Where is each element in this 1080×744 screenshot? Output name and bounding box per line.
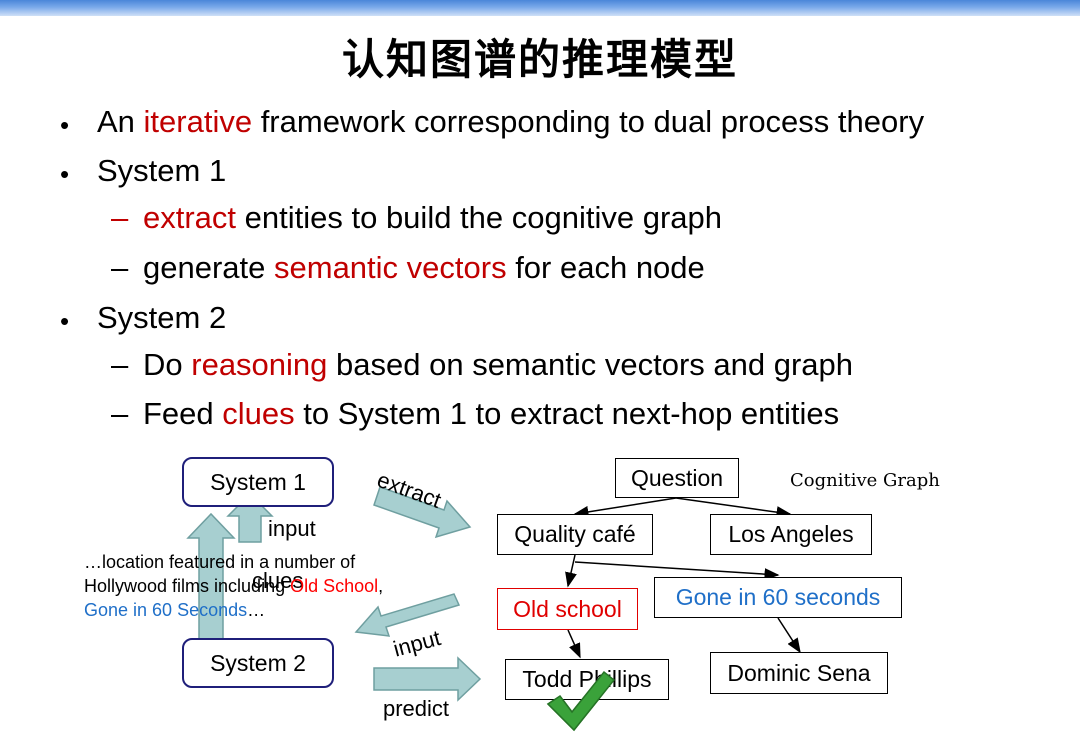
edge-gone60-dominic <box>777 617 801 654</box>
bullet-iterative-framework: An iterative framework corresponding to … <box>97 104 925 139</box>
node-quality-cafe: Quality café <box>497 514 653 555</box>
node-question: Question <box>615 458 739 498</box>
sub-bullet-reasoning: Do reasoning based on semantic vectors a… <box>143 347 853 382</box>
edge-qualitycafe-gone60 <box>574 561 780 581</box>
slide-title: 认知图谱的推理模型 <box>341 35 738 84</box>
input-arrow-left <box>354 593 461 637</box>
sub-bullet-dash: – <box>111 347 129 382</box>
sub-bullet-dash: – <box>111 250 129 285</box>
bullet-dot: • <box>60 306 70 336</box>
sub-bullet-semantic-vectors: generate semantic vectors for each node <box>143 250 705 285</box>
system2-box: System 2 <box>182 638 334 688</box>
node-los-angeles: Los Angeles <box>710 514 872 555</box>
predict-arrow-right <box>373 656 482 702</box>
edge-qualitycafe-oldschool <box>565 554 577 588</box>
predict-label: predict <box>383 696 450 721</box>
bullet-dot: • <box>60 159 70 189</box>
bullet-system1: System 1 <box>97 153 227 188</box>
sub-bullet-extract: extract entities to build the cognitive … <box>143 200 723 235</box>
edge-oldschool-todd <box>567 629 581 659</box>
highlight-clues: clues <box>222 396 295 431</box>
passage-old-school: Old School <box>290 576 379 596</box>
input-label: input <box>268 516 316 541</box>
node-gone-in-60-seconds: Gone in 60 seconds <box>654 577 902 618</box>
highlight-reasoning: reasoning <box>191 347 328 382</box>
node-todd-phillips: Todd Phillips <box>505 659 669 700</box>
node-old-school: Old school <box>497 588 638 630</box>
highlight-semantic-vectors: semantic vectors <box>274 250 507 285</box>
sub-bullet-clues: Feed clues to System 1 to extract next-h… <box>143 396 840 431</box>
sub-bullet-dash: – <box>111 396 129 431</box>
clues-arrow-up <box>186 512 236 651</box>
bullet-system2: System 2 <box>97 300 227 335</box>
sub-bullet-dash: – <box>111 200 129 235</box>
cognitive-graph-caption: Cognitive Graph <box>790 470 940 491</box>
clues-label: clues <box>252 568 304 593</box>
highlight-iterative: iterative <box>143 104 253 139</box>
extract-arrow <box>373 486 472 539</box>
header-gradient-bar <box>0 0 1080 16</box>
node-dominic-sena: Dominic Sena <box>710 652 888 694</box>
passage-gone-60: Gone in 60 Seconds <box>84 600 248 620</box>
highlight-extract: extract <box>143 200 237 235</box>
bullet-dot: • <box>60 110 70 140</box>
edge-question-losangeles <box>675 497 792 519</box>
system1-box: System 1 <box>182 457 334 507</box>
passage-snippet: …location featured in a number of Hollyw… <box>84 552 384 620</box>
edge-question-qualitycafe <box>573 497 677 518</box>
